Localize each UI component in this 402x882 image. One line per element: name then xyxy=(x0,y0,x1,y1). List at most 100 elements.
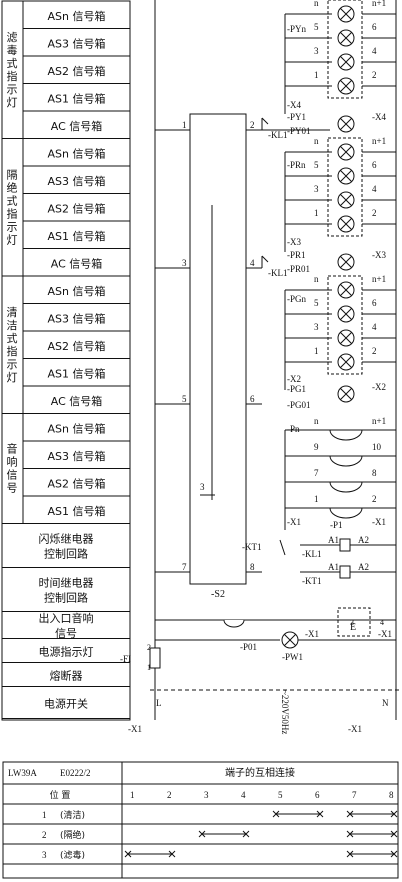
bell-symbol xyxy=(329,429,363,441)
lamp-terminal: 5 xyxy=(314,160,319,170)
legend-item-3-1: AS3 信号箱 xyxy=(47,449,105,463)
switch-terminal-5: 5 xyxy=(182,394,187,404)
lamp-cross xyxy=(340,388,352,400)
lamp-cross xyxy=(340,32,352,44)
lamp-label: -X2 xyxy=(287,374,301,384)
lamp-terminal: n xyxy=(314,0,319,8)
legend-row-1: 时间继电器 xyxy=(39,577,94,590)
lamp-label: -PYn xyxy=(287,24,307,34)
indicator-lamp xyxy=(337,385,355,403)
table-row-name: (滤毒) xyxy=(60,849,85,861)
switch-terminal-7: 7 xyxy=(182,562,187,572)
legend-item-1-3: AS1 信号箱 xyxy=(47,229,105,243)
legend-row-5: 电源开关 xyxy=(44,697,88,711)
switch-terminal-3: 3 xyxy=(182,258,187,268)
table-link-x xyxy=(390,810,398,818)
lamp-terminal: 6 xyxy=(372,160,377,170)
legend-item-1-0: ASn 信号箱 xyxy=(48,146,106,160)
table-row-name: (清洁) xyxy=(60,809,85,821)
legend-item-0-2: AS2 信号箱 xyxy=(47,64,105,78)
lamp-label: -PRn xyxy=(287,160,306,170)
lamp-terminal: 4 xyxy=(372,46,377,56)
relay-a1: A1 xyxy=(328,562,339,572)
lamp-cross xyxy=(340,118,352,130)
indicator-lamp xyxy=(337,53,355,71)
legend-row-0: 闪烁继电器 xyxy=(39,532,94,546)
table-header-right: 端子的互相连接 xyxy=(225,766,295,779)
table-link-x xyxy=(272,810,280,818)
lamp-cross xyxy=(340,256,352,268)
lamp-terminal: 3 xyxy=(314,184,319,194)
legend-item-0-1: AS3 信号箱 xyxy=(47,36,105,50)
legend-group-title-char: 洁 xyxy=(7,319,18,332)
relay-label: -KL1 xyxy=(302,549,322,559)
voltage-label: ~220V50Hz xyxy=(280,690,290,734)
bell-terminal: 2 xyxy=(372,494,377,504)
lamp-terminal: 3 xyxy=(314,46,319,56)
lamp-terminal: 4 xyxy=(372,322,377,332)
legend-group-title-char: 灯 xyxy=(7,233,18,246)
fuse-term-2: 2 xyxy=(147,643,151,652)
three-label: 3 xyxy=(350,618,354,627)
legend-group-title-char: 指 xyxy=(7,69,18,83)
kl1-label-0: -KL1 xyxy=(268,130,288,140)
bell-terminal: 9 xyxy=(314,442,319,452)
legend-group-title-char: 音 xyxy=(7,442,18,456)
p1-label: -P1 xyxy=(330,520,343,530)
table-header-left: 位 置 xyxy=(50,789,71,801)
legend-group-title-char: 清 xyxy=(7,306,18,319)
legend-item-3-2: AS2 信号箱 xyxy=(47,476,105,490)
switch-terminal-1: 1 xyxy=(182,120,187,130)
kt1-contact-label: -KT1 xyxy=(242,542,262,552)
table-link-x xyxy=(390,830,398,838)
legend-item-1-2: AS2 信号箱 xyxy=(47,201,105,215)
lamp-cross xyxy=(340,218,352,230)
indicator-lamp xyxy=(337,305,355,323)
lamp-cross xyxy=(340,284,352,296)
legend-group-title-char: 响 xyxy=(7,456,18,469)
kl1-contact xyxy=(261,117,269,125)
relay-coil xyxy=(339,538,351,552)
x1-n-label: -X1 xyxy=(348,724,362,734)
indicator-lamp xyxy=(337,253,355,271)
table-row-pos: 2 xyxy=(42,830,47,840)
legend-item-0-3: AS1 信号箱 xyxy=(47,91,105,105)
lamp-label: -PY1 xyxy=(287,112,306,122)
lamp-label: -PR1 xyxy=(287,250,306,260)
table-code: E0222/2 xyxy=(60,768,91,778)
legend-item-1-1: AS3 信号箱 xyxy=(47,174,105,188)
table-row-name: (隔绝) xyxy=(60,829,85,841)
table-terminal-8: 8 xyxy=(389,790,394,800)
p01-label: -P01 xyxy=(240,642,257,652)
lamp-cross xyxy=(340,332,352,344)
lamp-terminal: n+1 xyxy=(372,136,386,146)
e-label: E xyxy=(350,622,356,633)
lamp-terminal: 2 xyxy=(372,208,377,218)
legend-group-title-char: 灯 xyxy=(7,371,18,384)
legend-group-title-char: 示 xyxy=(7,83,18,96)
relay-a2: A2 xyxy=(358,562,369,572)
x1-l-label: -X1 xyxy=(128,724,142,734)
kl1-label-1: -KL1 xyxy=(268,268,288,278)
lamp-label: -X3 xyxy=(287,237,301,247)
lamp-terminal: n xyxy=(314,136,319,146)
e-frame xyxy=(337,607,371,637)
lamp-cross xyxy=(340,80,352,92)
bell-symbol xyxy=(329,507,363,519)
legend-item-2-3: AS1 信号箱 xyxy=(47,366,105,380)
legend-group-title-char: 式 xyxy=(7,57,18,70)
table-link-x xyxy=(346,810,354,818)
bell-terminal: 8 xyxy=(372,468,377,478)
relay-a1: A1 xyxy=(328,535,339,545)
fuse xyxy=(149,647,161,669)
lamp-cross xyxy=(340,170,352,182)
lamp-cross xyxy=(340,194,352,206)
lamp-group-frame xyxy=(327,137,363,237)
legend-row-1: 控制回路 xyxy=(44,591,88,605)
table-terminal-7: 7 xyxy=(352,790,357,800)
indicator-lamp xyxy=(337,143,355,161)
bell-terminal: n xyxy=(314,416,319,426)
table-terminal-5: 5 xyxy=(278,790,283,800)
